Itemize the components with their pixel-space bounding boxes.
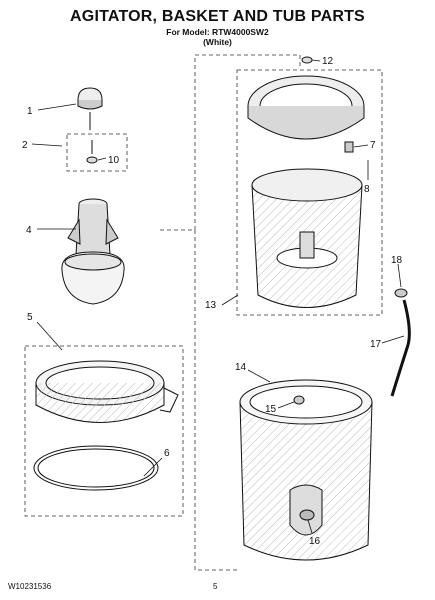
tub-seal-part	[33, 445, 159, 491]
doc-number: W10231536	[8, 582, 52, 591]
callout-10: 10	[108, 155, 120, 166]
callout-16: 16	[309, 536, 321, 547]
callout-14: 14	[235, 362, 247, 373]
leader-1	[37, 103, 77, 111]
leader-13	[221, 294, 239, 306]
diagram-title: AGITATOR, BASKET AND TUB PARTS	[70, 8, 365, 25]
callout-1: 1	[27, 106, 33, 117]
assembly-leader-line-2	[194, 230, 240, 571]
callout-17: 17	[370, 339, 382, 350]
group-box-cap	[66, 133, 128, 172]
outer-tub-part	[239, 379, 373, 561]
balance-ring-part	[247, 75, 365, 153]
leader-14	[247, 369, 271, 383]
balance-nut-part	[301, 56, 313, 64]
callout-6: 6	[164, 448, 170, 459]
leader-12	[311, 59, 321, 62]
agitator-part	[61, 198, 125, 305]
pump-fitting-part	[299, 509, 315, 521]
callout-15: 15	[265, 404, 277, 415]
leader-18	[397, 263, 402, 288]
leader-17	[381, 335, 405, 344]
callout-2: 2	[22, 140, 28, 151]
drain-plug-part	[394, 288, 408, 298]
leader-10	[97, 157, 107, 161]
leader-5	[36, 321, 63, 351]
drain-hose-part	[390, 299, 411, 397]
leader-2	[31, 143, 63, 147]
leader-6	[143, 457, 163, 477]
tub-ring-part	[35, 360, 179, 423]
agitator-cap-part	[77, 87, 103, 130]
tub-fitting-part	[293, 395, 305, 405]
group-box-ring-seal	[24, 345, 184, 517]
leader-15	[277, 401, 295, 409]
callout-8: 8	[364, 184, 370, 195]
callout-18: 18	[391, 255, 403, 266]
callout-13: 13	[205, 300, 217, 311]
leader-16	[307, 519, 313, 534]
callout-12: 12	[322, 56, 334, 67]
callout-7: 7	[370, 140, 376, 151]
callout-4: 4	[26, 225, 32, 236]
leader-7	[353, 144, 369, 148]
model-line: For Model: RTW4000SW2	[166, 27, 269, 37]
group-box-basket	[236, 69, 383, 316]
callout-5: 5	[27, 312, 33, 323]
page-number: 5	[213, 582, 218, 591]
color-line: (White)	[203, 37, 232, 47]
bolt-part	[86, 140, 98, 164]
basket-part	[251, 168, 363, 308]
assembly-leader-line	[160, 54, 301, 231]
